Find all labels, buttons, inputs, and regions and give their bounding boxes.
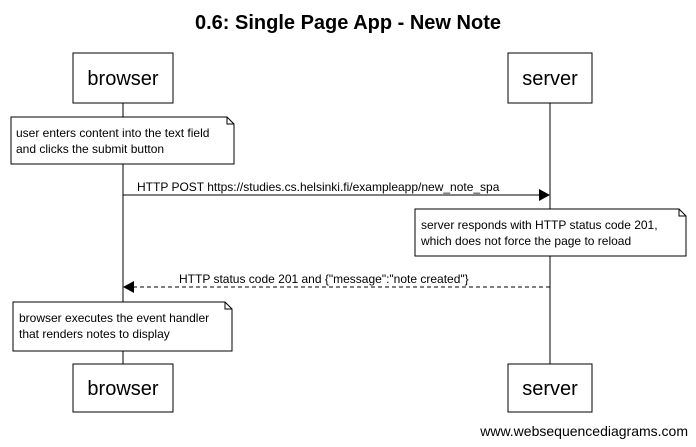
note-server-responds-line2: which does not force the page to reload bbox=[420, 234, 631, 248]
message-post-arrowhead bbox=[539, 189, 550, 201]
server-actor-top: server bbox=[507, 52, 593, 104]
browser-actor-top: browser bbox=[72, 52, 174, 104]
server-actor-bottom: server bbox=[507, 363, 593, 413]
browser-actor-top-label: browser bbox=[87, 68, 158, 90]
note-server-responds: server responds with HTTP status code 20… bbox=[414, 208, 687, 257]
message-response-arrowhead bbox=[123, 281, 134, 293]
browser-actor-bottom: browser bbox=[72, 363, 174, 413]
note-server-responds-line1: server responds with HTTP status code 20… bbox=[421, 218, 658, 232]
note-browser-executes-line2: that renders notes to display bbox=[19, 327, 170, 341]
note-user-enters: user enters content into the text field … bbox=[10, 116, 235, 165]
diagram-title: 0.6: Single Page App - New Note bbox=[195, 12, 501, 34]
note-browser-executes: browser executes the event handler that … bbox=[12, 301, 233, 352]
footer-watermark: www.websequencediagrams.com bbox=[479, 423, 688, 439]
note-user-enters-line1: user enters content into the text field bbox=[16, 126, 209, 140]
message-post: HTTP POST https://studies.cs.helsinki.fi… bbox=[123, 180, 550, 201]
server-actor-top-label: server bbox=[522, 68, 578, 90]
note-user-enters-line2: and clicks the submit button bbox=[16, 142, 164, 156]
server-actor-bottom-label: server bbox=[522, 378, 578, 400]
message-response-label: HTTP status code 201 and {"message":"not… bbox=[179, 272, 469, 286]
note-browser-executes-line1: browser executes the event handler bbox=[19, 311, 209, 325]
message-post-label: HTTP POST https://studies.cs.helsinki.fi… bbox=[137, 180, 500, 194]
browser-actor-bottom-label: browser bbox=[87, 378, 158, 400]
message-response: HTTP status code 201 and {"message":"not… bbox=[123, 272, 550, 293]
